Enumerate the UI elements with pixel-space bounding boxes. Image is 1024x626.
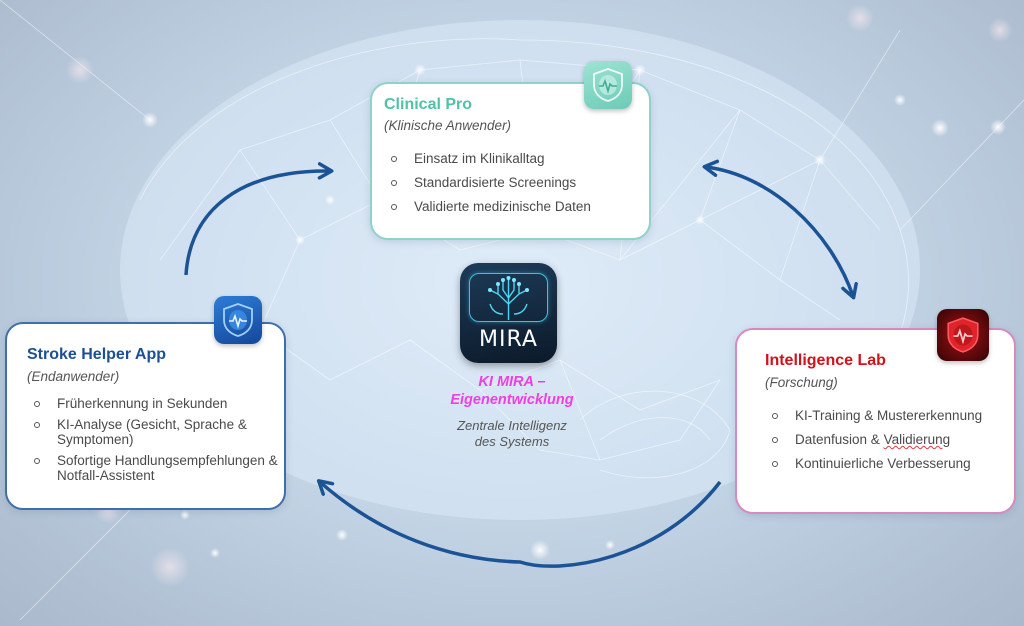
list-item: KI-Training & Mustererkennung <box>765 408 1010 423</box>
shield-brain-pulse-icon <box>593 68 623 102</box>
intelligence-lab-subtitle: (Forschung) <box>765 375 838 390</box>
clinical-pro-card: Clinical Pro (Klinische Anwender) Einsat… <box>370 82 651 240</box>
center-title: KI MIRA – Eigenentwicklung <box>410 373 614 409</box>
list-item-text: Datenfusion & <box>795 432 884 447</box>
clinical-pro-subtitle: (Klinische Anwender) <box>384 118 512 133</box>
spellcheck-underlined-word: Validierung <box>883 432 951 447</box>
list-item: Validierte medizinische Daten <box>384 199 591 214</box>
stroke-helper-title: Stroke Helper App <box>27 346 166 363</box>
list-item: Sofortige Handlungsempfehlungen & Notfal… <box>27 453 282 483</box>
clinical-pro-feature-list: Einsatz im Klinikalltag Standardisierte … <box>384 151 591 223</box>
list-item: Kontinuierliche Verbesserung <box>765 456 1010 471</box>
intelligence-lab-app-icon <box>937 309 989 361</box>
list-item: Datenfusion & Validierung <box>765 432 1010 447</box>
intelligence-lab-feature-list: KI-Training & Mustererkennung Datenfusio… <box>765 408 1010 480</box>
intelligence-lab-title: Intelligence Lab <box>765 352 886 369</box>
center-title-line1: KI MIRA – <box>478 374 546 390</box>
center-title-line2: Eigenentwicklung <box>450 392 574 408</box>
mira-logo-frame <box>469 273 548 322</box>
stroke-helper-app-icon <box>214 296 262 344</box>
list-item: Einsatz im Klinikalltag <box>384 151 591 166</box>
stroke-helper-card: Stroke Helper App (Endanwender) Früherke… <box>5 322 286 510</box>
clinical-pro-title: Clinical Pro <box>384 96 473 113</box>
center-subtitle: Zentrale Intelligenz des Systems <box>410 418 614 450</box>
mira-logo-text: MIRA <box>479 327 538 352</box>
shield-brain-pulse-icon <box>947 317 979 353</box>
list-item: KI-Analyse (Gesicht, Sprache & Symptomen… <box>27 417 282 447</box>
center-subtitle-line2: des Systems <box>474 434 550 449</box>
stroke-helper-feature-list: Früherkennung in Sekunden KI-Analyse (Ge… <box>27 396 282 489</box>
list-item: Früherkennung in Sekunden <box>27 396 282 411</box>
clinical-pro-app-icon <box>584 61 632 109</box>
circuit-tree-icon <box>488 276 529 320</box>
stroke-helper-subtitle: (Endanwender) <box>27 369 120 384</box>
mira-logo: MIRA <box>460 263 557 363</box>
center-subtitle-line1: Zentrale Intelligenz <box>457 418 567 433</box>
shield-brain-pulse-icon <box>223 303 253 337</box>
list-item: Standardisierte Screenings <box>384 175 591 190</box>
